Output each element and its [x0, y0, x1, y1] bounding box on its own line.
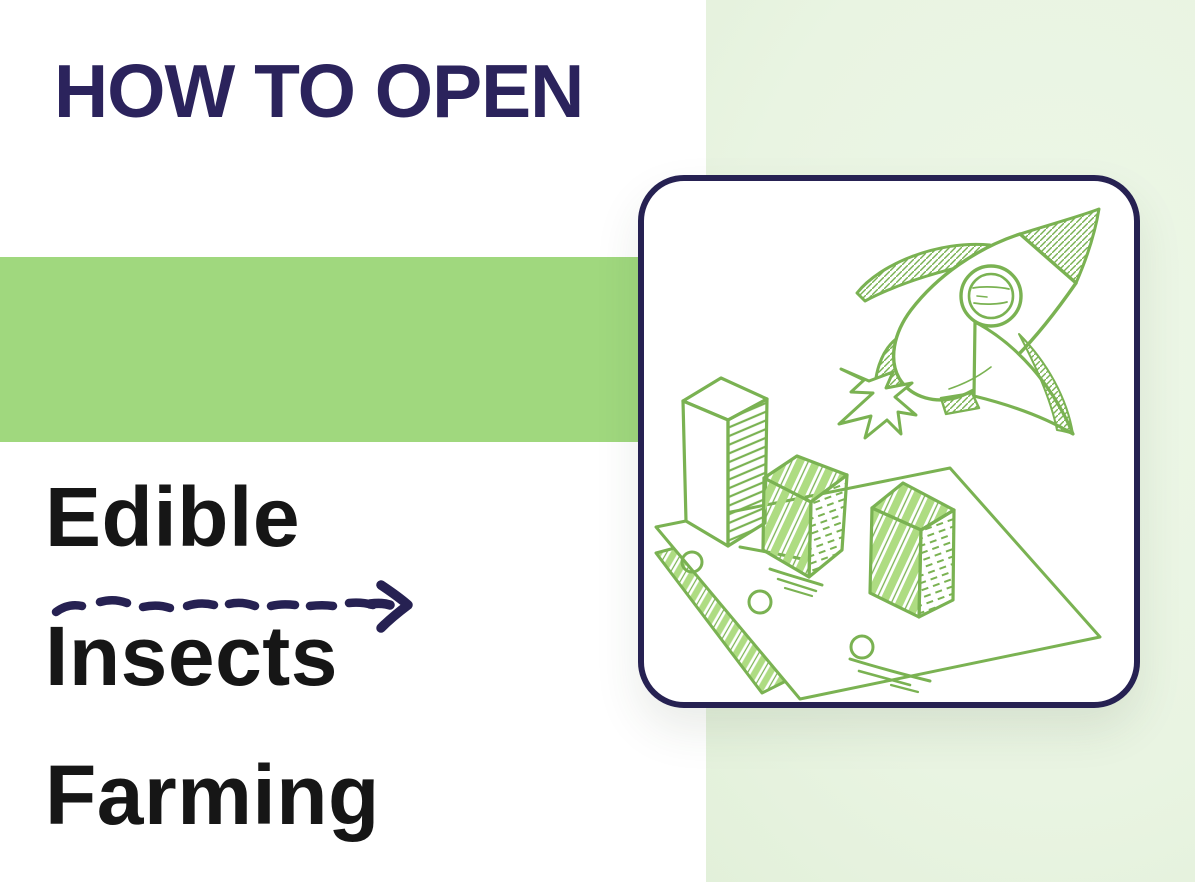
illustration-card	[638, 175, 1140, 708]
rocket-icon	[855, 207, 1101, 436]
green-accent-band	[0, 257, 641, 633]
startup-growth-illustration	[654, 207, 1102, 701]
headline-line-2: Insects	[45, 609, 338, 703]
flame-icon	[837, 367, 918, 440]
headline-line-1: Edible	[45, 470, 301, 564]
page-title: HOW TO OPEN	[54, 49, 584, 133]
headline: Edible Insects Farming	[45, 448, 380, 865]
headline-line-3: Farming	[45, 748, 380, 842]
bar-chart-icon	[681, 376, 956, 619]
dashed-arrow-right-icon	[51, 580, 413, 633]
